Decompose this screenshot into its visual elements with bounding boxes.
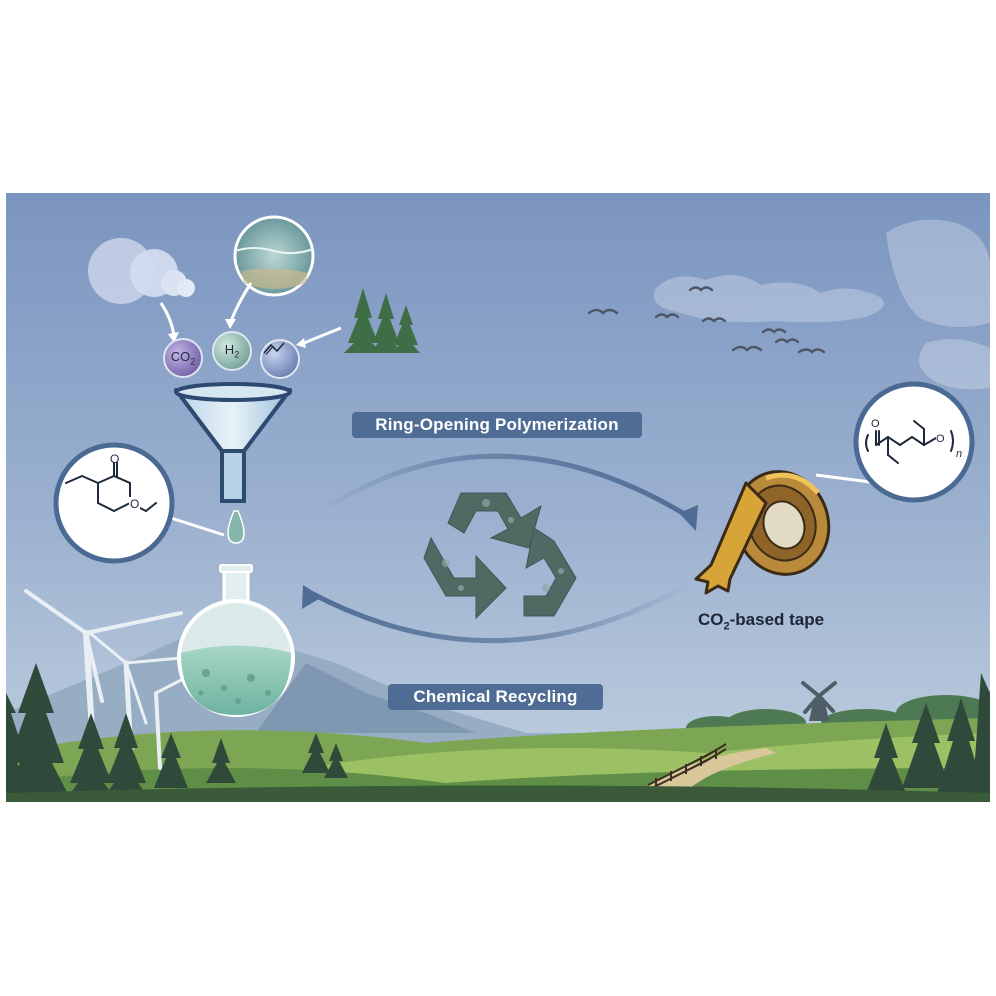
scene-art [6,193,990,802]
h2-molecule-ball: H2 [212,331,252,371]
rop-arrow [319,453,693,521]
lactone-ring-oxygen: O [129,497,141,511]
polymer-ester-oxygen: O [871,418,880,430]
faint-cloud-shapes [653,219,990,390]
round-bottom-flask-icon [177,564,295,717]
h2-formula: H2 [224,342,240,360]
recycle-icon [423,492,577,620]
source-pointer-lines [159,282,342,345]
polymer-chain-oxygen: O [936,433,945,445]
ground-strip [6,785,990,802]
co2-molecule-ball: CO2 [163,338,203,378]
diagram-scene: CO2 H2 O O O O n Ring-Opening Polymeriza… [6,193,990,802]
foreground-trees [6,663,990,802]
pine-trees-icon [344,288,420,353]
alkene-structure-icon [263,342,285,355]
co2-based-tape-label: CO2-based tape [698,610,825,633]
cloud-icon [88,238,195,304]
lactone-carbonyl-oxygen: O [110,452,120,466]
tape-roll-icon [694,470,831,595]
sea-water-icon [233,215,315,297]
windmill-icon [801,681,837,721]
co2-formula: CO2 [170,349,196,367]
funnel-icon [174,382,292,503]
bird-icon [587,286,826,354]
mountain-peak [256,663,476,733]
fence-icon [645,743,727,792]
droplet-icon [227,510,245,544]
propylene-molecule-ball [260,339,300,379]
wind-turbine-icon [24,589,183,771]
polymer-repeat-n: n [956,448,963,460]
chemical-recycling-label: Chemical Recycling [388,684,603,710]
polymer-bubble [815,381,975,503]
ring-opening-polymerization-label: Ring-Opening Polymerization [352,412,642,438]
lactone-bubble [53,442,225,564]
recycling-arrow [309,580,693,644]
